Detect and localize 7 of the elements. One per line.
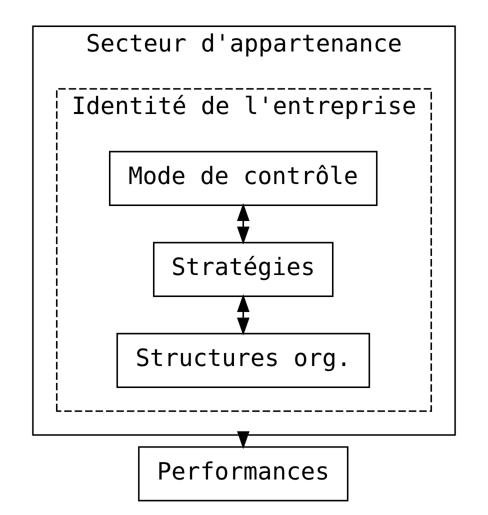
node-box: Stratégies xyxy=(153,242,334,298)
node-box: Structures org. xyxy=(116,332,370,388)
arrow xyxy=(236,203,250,244)
arrow xyxy=(236,431,250,450)
arrow xyxy=(236,294,250,336)
node-box: Mode de contrôle xyxy=(109,150,378,206)
node-box: Performances xyxy=(138,446,348,502)
